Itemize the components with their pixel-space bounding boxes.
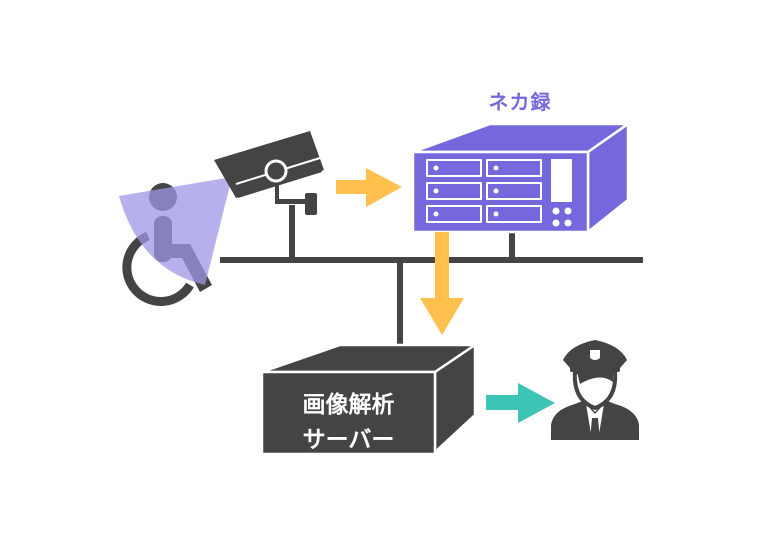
server-label-line1: 画像解析 xyxy=(302,392,395,418)
arrow-down-icon xyxy=(420,232,464,335)
server-label-line2: サーバー xyxy=(302,427,395,453)
arrow-right-icon xyxy=(486,383,555,423)
camera-field-of-view xyxy=(119,177,232,285)
recorder-device-icon xyxy=(411,122,630,234)
security-camera-icon xyxy=(214,131,324,215)
network-line xyxy=(220,205,643,348)
server-box-icon xyxy=(260,343,477,456)
security-guard-icon xyxy=(551,340,639,440)
arrow-right-icon xyxy=(336,168,402,207)
recorder-title: ネカ録 xyxy=(488,90,552,114)
